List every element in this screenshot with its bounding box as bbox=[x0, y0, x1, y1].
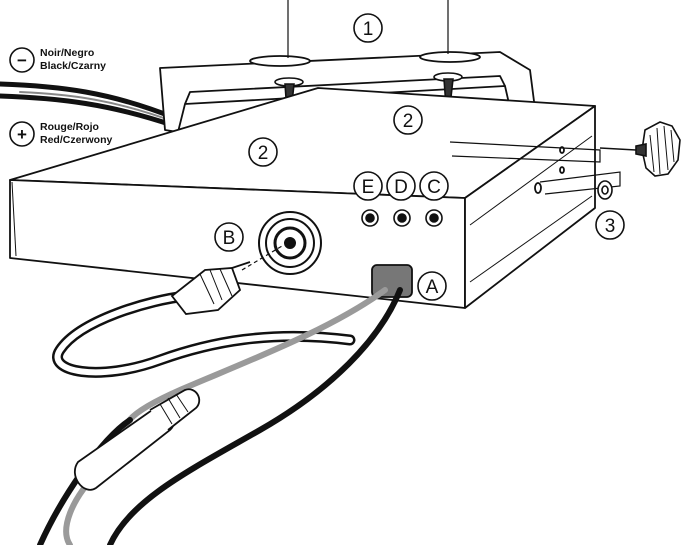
negative-label-line2: Black/Czarny bbox=[40, 60, 106, 72]
callout-1-leaders bbox=[287, 0, 449, 58]
positive-label: + Rouge/Rojo Red/Czerwony bbox=[9, 121, 113, 147]
radio-body bbox=[9, 87, 596, 309]
negative-label-line1: Noir/Negro bbox=[40, 47, 94, 59]
svg-text:2: 2 bbox=[258, 143, 269, 164]
callout-c: C bbox=[419, 171, 449, 201]
positive-label-line1: Rouge/Rojo bbox=[40, 121, 99, 133]
callout-2-left: 2 bbox=[248, 137, 278, 167]
svg-text:3: 3 bbox=[605, 216, 616, 237]
positive-label-line2: Red/Czerwony bbox=[40, 134, 113, 146]
callout-a: A bbox=[417, 271, 447, 301]
svg-text:A: A bbox=[426, 277, 439, 298]
callout-2-right: 2 bbox=[393, 105, 423, 135]
callout-b: B bbox=[214, 222, 244, 252]
svg-text:C: C bbox=[427, 177, 441, 198]
antenna-cable bbox=[52, 290, 356, 378]
knob-washer bbox=[597, 180, 613, 200]
antenna-connector bbox=[258, 211, 322, 275]
callout-d: D bbox=[386, 171, 416, 201]
jack-d bbox=[393, 209, 411, 227]
callout-e: E bbox=[353, 171, 383, 201]
negative-symbol: − bbox=[17, 51, 27, 70]
svg-text:1: 1 bbox=[363, 19, 374, 40]
jack-c bbox=[425, 209, 443, 227]
mounting-knob bbox=[599, 121, 681, 177]
svg-text:2: 2 bbox=[403, 111, 414, 132]
svg-text:D: D bbox=[394, 177, 408, 198]
antenna-plug bbox=[170, 261, 251, 315]
callout-3: 3 bbox=[595, 210, 625, 240]
jack-e bbox=[361, 209, 379, 227]
power-cable-gray bbox=[63, 287, 388, 545]
callout-1: 1 bbox=[353, 13, 383, 43]
svg-text:B: B bbox=[223, 228, 236, 249]
fuse-holder bbox=[74, 388, 201, 491]
flange-guides bbox=[449, 141, 621, 195]
svg-text:E: E bbox=[362, 177, 375, 198]
positive-symbol: + bbox=[17, 125, 27, 144]
antenna-connector-leader bbox=[241, 245, 283, 271]
negative-label: − Noir/Negro Black/Czarny bbox=[9, 47, 106, 73]
power-cable bbox=[0, 81, 178, 129]
